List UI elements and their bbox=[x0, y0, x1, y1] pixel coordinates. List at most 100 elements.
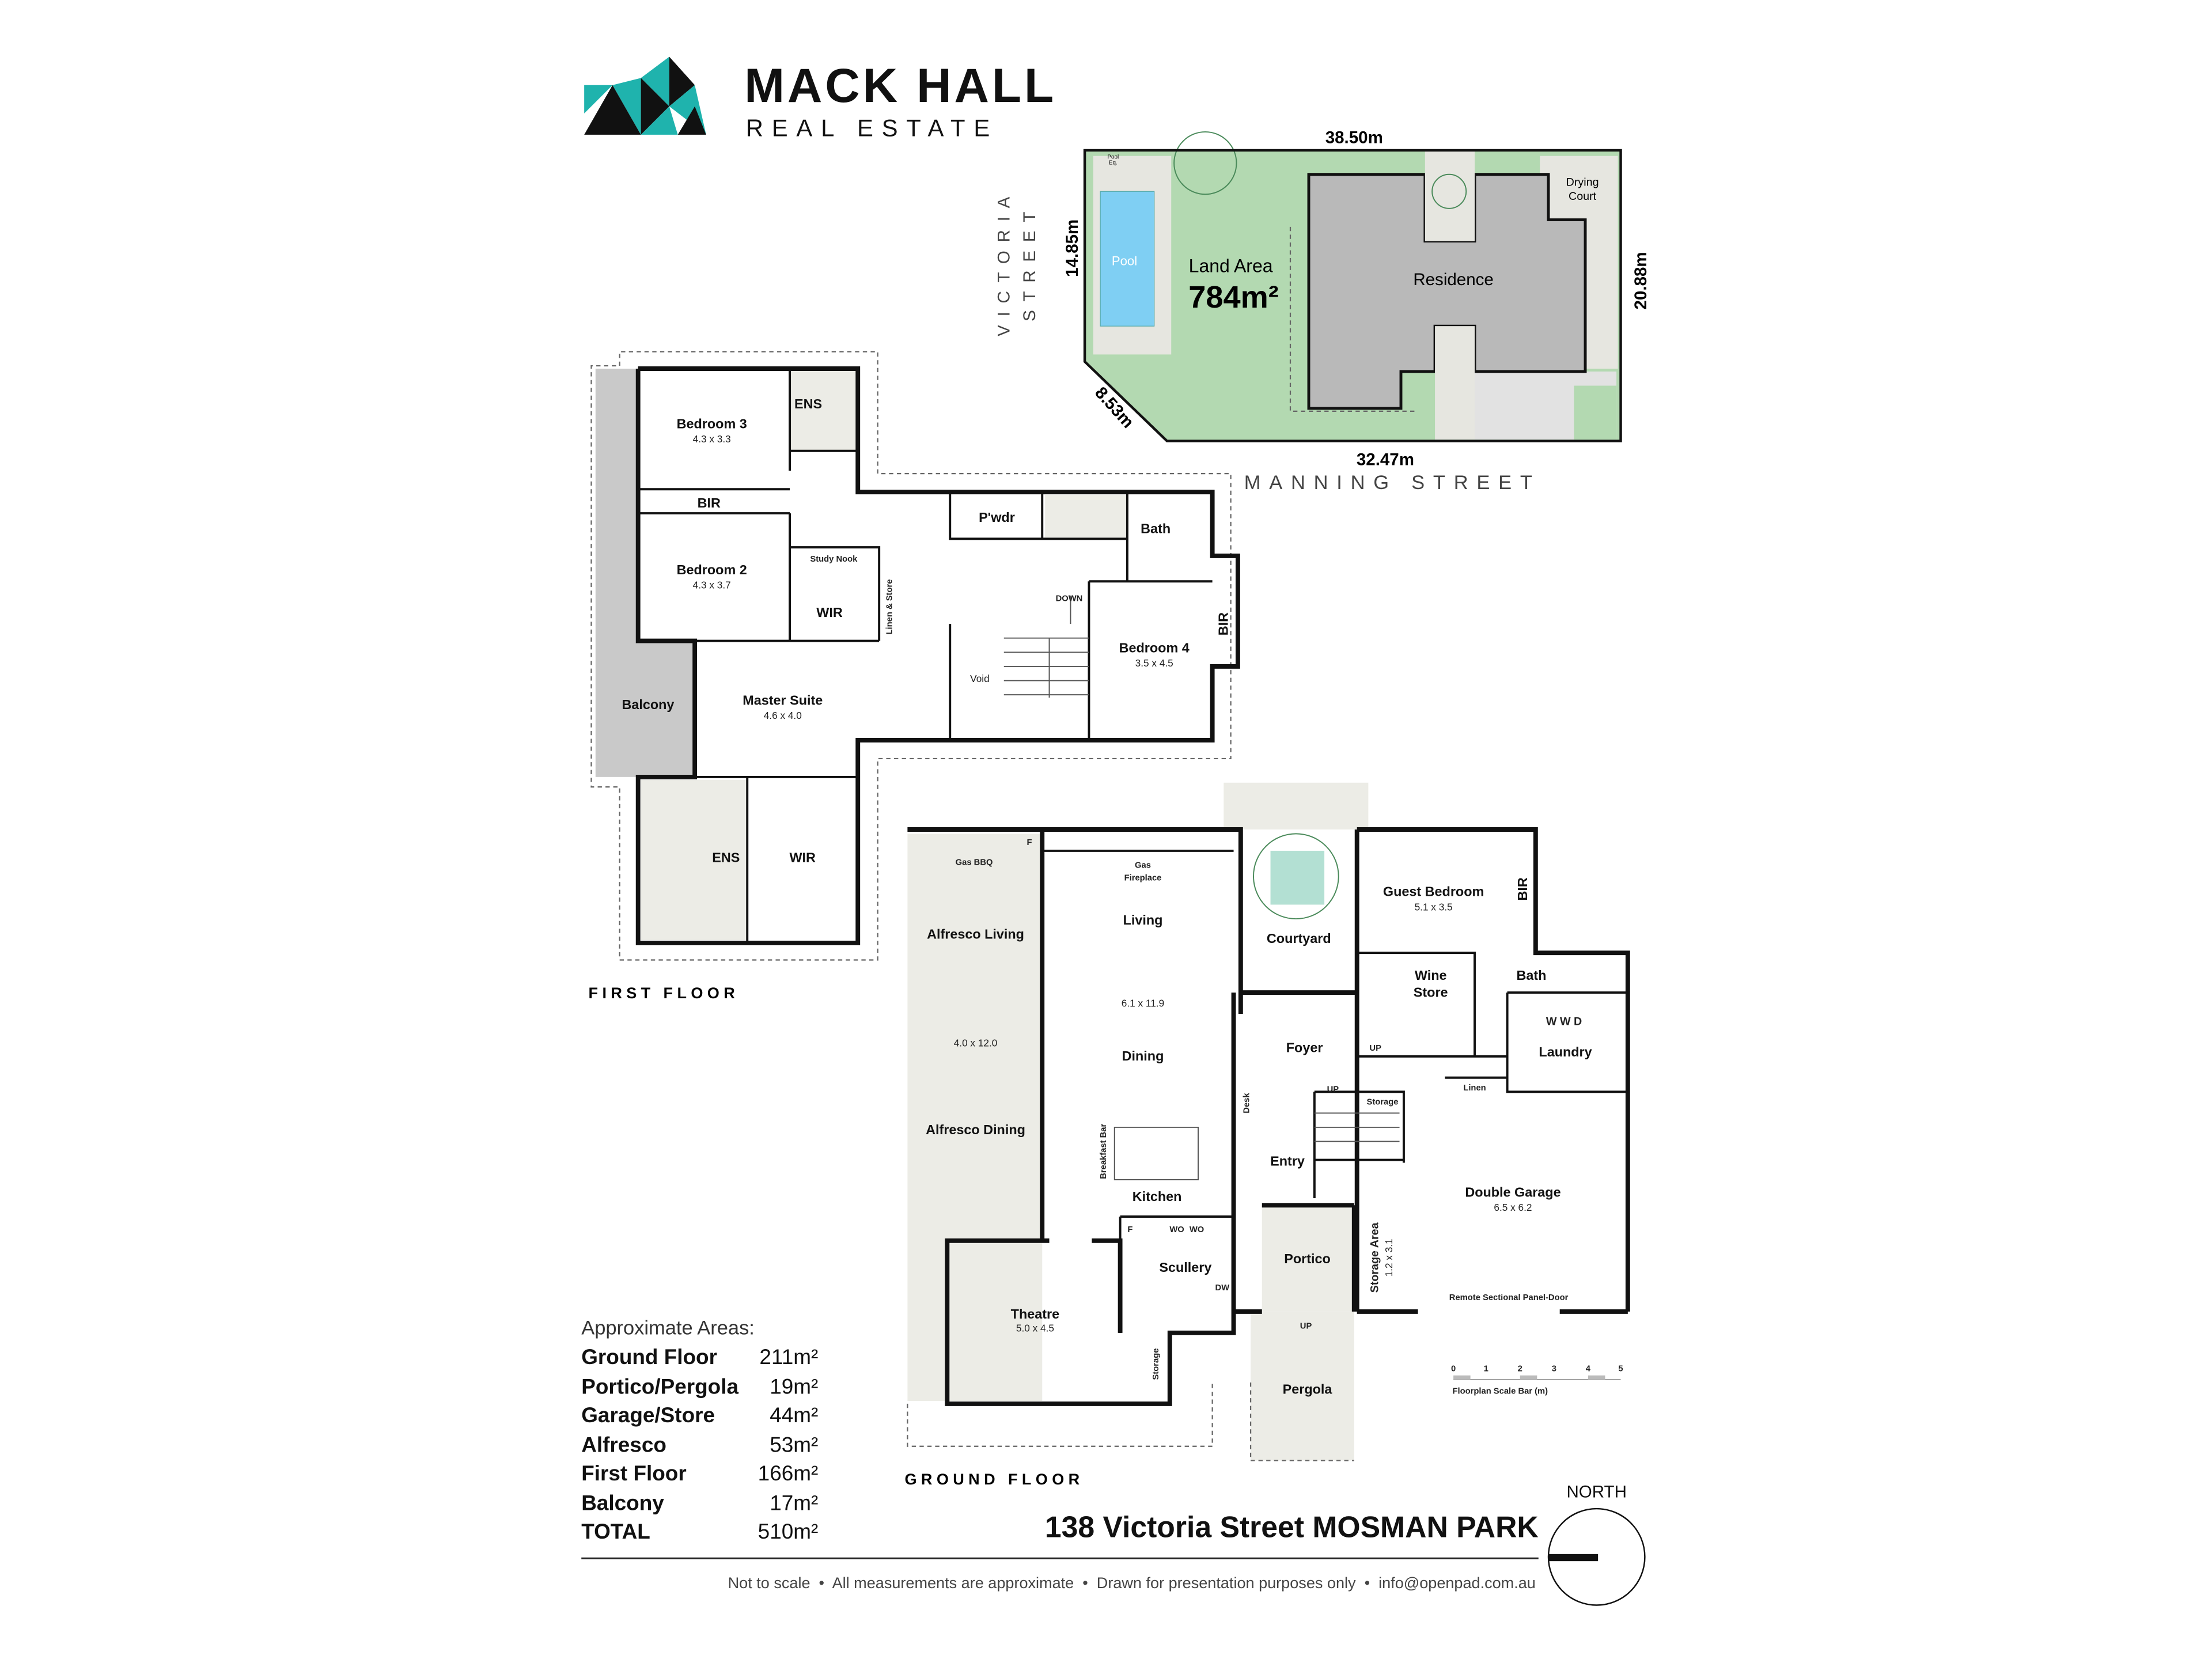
gas-bbq-label: Gas BBQ bbox=[956, 858, 993, 868]
scale-bar: 0 1 2 3 4 5 Floorplan Scale Bar (m) bbox=[1451, 1364, 1623, 1396]
scale-tick-4: 4 bbox=[1586, 1364, 1591, 1373]
drying-court-label-2: Court bbox=[1569, 190, 1597, 203]
ground-floor-label: GROUND FLOOR bbox=[904, 1470, 1084, 1488]
ground-floor-plan: Gas BBQ F Gas Fireplace Living Alfresco … bbox=[904, 782, 1630, 1488]
pool-eq-label-2: Eq. bbox=[1109, 160, 1118, 166]
stair-up-label-3: UP bbox=[1300, 1321, 1312, 1331]
room-study-nook: Study Nook bbox=[810, 555, 858, 564]
pool-label: Pool bbox=[1112, 253, 1137, 268]
residence-label: Residence bbox=[1413, 270, 1493, 289]
room-balcony: Balcony bbox=[622, 697, 674, 712]
double-garage-size: 6.5 x 6.2 bbox=[1494, 1202, 1532, 1213]
room-portico: Portico bbox=[1284, 1251, 1331, 1266]
area-label: Portico/Pergola bbox=[581, 1375, 738, 1399]
scale-tick-2: 2 bbox=[1518, 1364, 1522, 1373]
room-storage-2: Storage bbox=[1367, 1098, 1399, 1107]
room-powder: P'wdr bbox=[979, 510, 1015, 525]
room-courtyard: Courtyard bbox=[1267, 931, 1331, 946]
area-label: TOTAL bbox=[581, 1520, 650, 1543]
room-entry: Entry bbox=[1270, 1153, 1305, 1168]
room-linen-store: Linen & Store bbox=[885, 579, 894, 635]
area-value: 166m² bbox=[758, 1461, 819, 1485]
area-value: 211m² bbox=[759, 1345, 818, 1369]
room-bedroom-2: Bedroom 2 bbox=[677, 562, 747, 577]
room-master-suite: Master Suite bbox=[743, 692, 823, 707]
room-pergola: Pergola bbox=[1283, 1382, 1333, 1397]
room-wir-2: WIR bbox=[790, 850, 816, 865]
room-theatre: Theatre bbox=[1011, 1306, 1059, 1321]
scale-tick-0: 0 bbox=[1451, 1364, 1456, 1373]
area-value: 19m² bbox=[770, 1375, 818, 1399]
room-kitchen: Kitchen bbox=[1132, 1189, 1182, 1204]
north-arrow-icon bbox=[1548, 1554, 1599, 1562]
room-linen: Linen bbox=[1463, 1084, 1486, 1093]
guest-bedroom-size: 5.1 x 3.5 bbox=[1415, 901, 1453, 912]
scale-bar-label: Floorplan Scale Bar (m) bbox=[1453, 1387, 1548, 1396]
area-label: Balcony bbox=[581, 1491, 664, 1515]
brand-logo: MACK HALL REAL ESTATE bbox=[584, 56, 1056, 141]
area-label: First Floor bbox=[581, 1461, 686, 1485]
land-area-label: Land Area bbox=[1189, 256, 1273, 276]
room-void: Void bbox=[970, 673, 990, 684]
dishwasher-label: DW bbox=[1215, 1283, 1230, 1293]
footer-disclaimer: Not to scale • All measurements are appr… bbox=[728, 1574, 1536, 1592]
wall-oven-label-1: WO bbox=[1169, 1225, 1184, 1234]
room-bedroom-4-size: 3.5 x 4.5 bbox=[1135, 657, 1173, 669]
breakfast-bar-label: Breakfast Bar bbox=[1099, 1124, 1108, 1179]
first-floor-plan: Bedroom 3 4.3 x 3.3 ENS BIR Bedroom 2 4.… bbox=[589, 351, 1240, 1002]
pool-eq-label: Pool bbox=[1107, 154, 1119, 161]
room-storage-1: Storage bbox=[1152, 1349, 1161, 1380]
scale-tick-3: 3 bbox=[1552, 1364, 1556, 1373]
street-manning: MANNING STREET bbox=[1244, 472, 1541, 494]
room-dining: Dining bbox=[1122, 1048, 1164, 1063]
room-bir-2: BIR bbox=[1216, 612, 1231, 635]
room-bedroom-4: Bedroom 4 bbox=[1119, 640, 1190, 655]
room-wir-1: WIR bbox=[816, 605, 843, 620]
room-living: Living bbox=[1123, 912, 1163, 927]
theatre-size: 5.0 x 4.5 bbox=[1016, 1322, 1054, 1334]
storage-area-size: 1.2 x 3.1 bbox=[1383, 1238, 1395, 1277]
areas-heading: Approximate Areas: bbox=[581, 1317, 755, 1339]
stair-up-label-2: UP bbox=[1327, 1085, 1339, 1094]
area-value: 510m² bbox=[758, 1520, 819, 1543]
area-label: Ground Floor bbox=[581, 1345, 717, 1369]
areas-table: Approximate Areas: Ground Floor 211m² Po… bbox=[581, 1317, 818, 1543]
street-victoria: VICTORIA bbox=[995, 188, 1014, 336]
room-alfresco-living: Alfresco Living bbox=[927, 927, 1024, 942]
wall-oven-label-2: WO bbox=[1190, 1225, 1204, 1234]
site-dim-bottom: 32.47m bbox=[1357, 450, 1414, 469]
desk-label: Desk bbox=[1243, 1093, 1252, 1113]
brand-name: MACK HALL bbox=[744, 58, 1056, 112]
gas-fireplace-label-2: Fireplace bbox=[1124, 874, 1162, 883]
room-scullery: Scullery bbox=[1159, 1260, 1211, 1275]
area-value: 44m² bbox=[770, 1403, 818, 1427]
fridge-label-2: F bbox=[1127, 1225, 1132, 1234]
fridge-label-1: F bbox=[1027, 838, 1032, 847]
site-dim-right: 20.88m bbox=[1631, 252, 1650, 309]
property-address: 138 Victoria Street MOSMAN PARK bbox=[1045, 1510, 1539, 1543]
street-victoria-2: STREET bbox=[1020, 203, 1039, 321]
logo-mark bbox=[584, 56, 706, 135]
room-foyer: Foyer bbox=[1286, 1040, 1323, 1055]
room-alfresco-dining: Alfresco Dining bbox=[926, 1122, 1025, 1137]
room-bedroom-2-size: 4.3 x 3.7 bbox=[693, 579, 731, 591]
first-floor-label: FIRST FLOOR bbox=[589, 984, 740, 1002]
room-guest-bir: BIR bbox=[1515, 877, 1530, 900]
room-wine-store: Wine bbox=[1415, 968, 1447, 983]
room-bir-1: BIR bbox=[698, 495, 721, 510]
alfresco-size: 4.0 x 12.0 bbox=[954, 1037, 998, 1049]
stair-up-label-1: UP bbox=[1369, 1044, 1381, 1053]
stair-down-label: DOWN bbox=[1056, 594, 1083, 604]
gas-fireplace-label: Gas bbox=[1135, 861, 1151, 870]
laundry-appliances-label: W W D bbox=[1546, 1016, 1582, 1028]
room-master-suite-size: 4.6 x 4.0 bbox=[764, 710, 802, 721]
drying-court-label: Drying bbox=[1566, 176, 1599, 188]
room-wine-store-2: Store bbox=[1414, 984, 1448, 999]
area-value: 53m² bbox=[770, 1433, 818, 1457]
room-laundry: Laundry bbox=[1539, 1044, 1592, 1059]
room-bedroom-3-size: 4.3 x 3.3 bbox=[693, 433, 731, 445]
area-label: Alfresco bbox=[581, 1433, 666, 1457]
area-value: 17m² bbox=[770, 1491, 818, 1515]
north-compass: NORTH bbox=[1547, 1482, 1646, 1606]
